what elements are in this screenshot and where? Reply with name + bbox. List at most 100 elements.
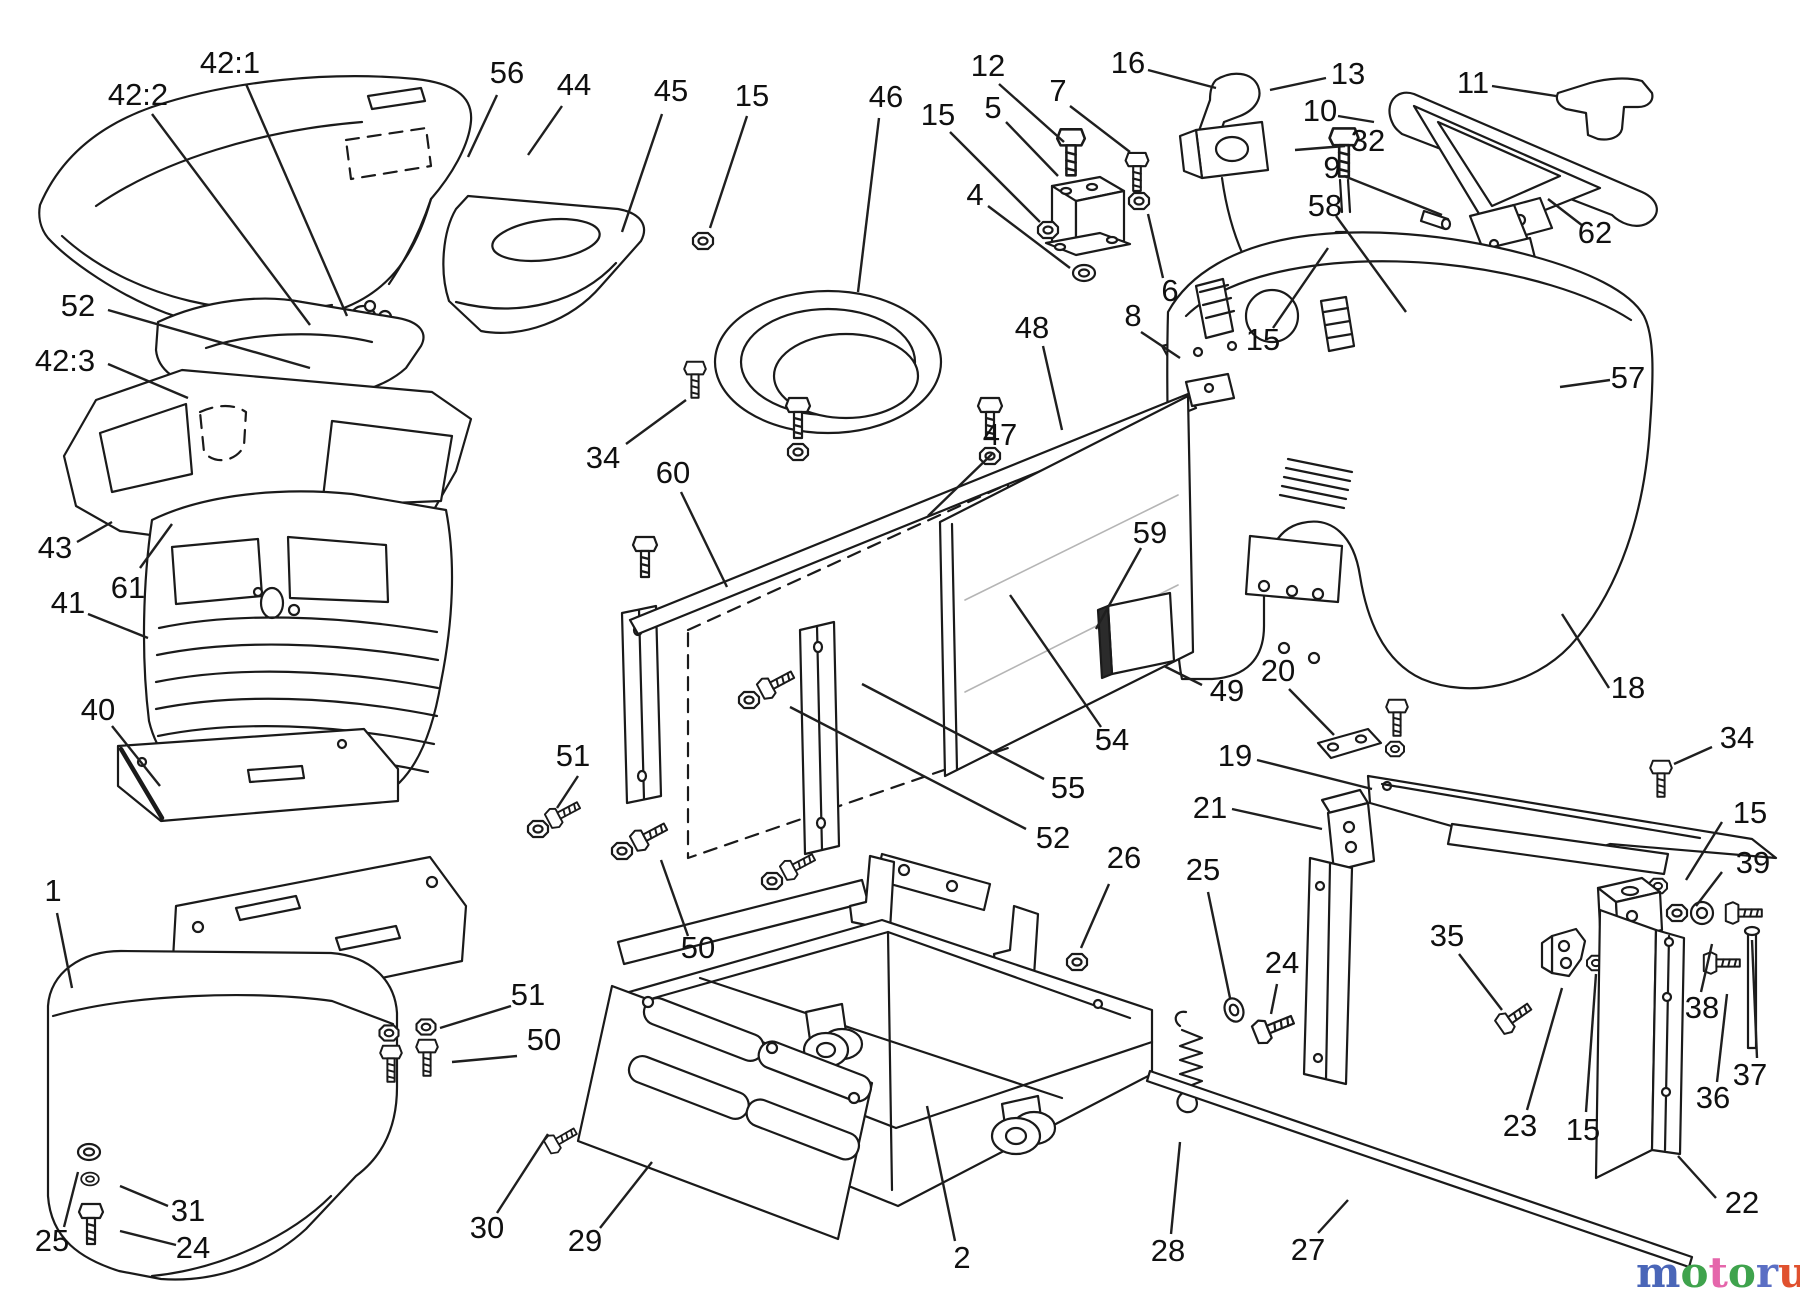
bolt-34-r bbox=[1649, 759, 1673, 798]
callout-13: 13 bbox=[1331, 56, 1365, 91]
callout-40: 40 bbox=[81, 692, 115, 727]
callout-42:1: 42:1 bbox=[200, 45, 260, 80]
pin-9 bbox=[1419, 209, 1452, 231]
motoruf-logo[interactable]: motoruf´.de bbox=[1636, 1246, 1800, 1294]
callout-49: 49 bbox=[1210, 673, 1244, 708]
callout-23: 23 bbox=[1503, 1108, 1537, 1143]
logo-letter-t: t bbox=[1708, 1248, 1728, 1297]
bolt-20 bbox=[1385, 698, 1409, 737]
firewall-dashed-panel bbox=[686, 482, 1010, 860]
callout-44: 44 bbox=[557, 67, 591, 102]
nut-50-t bbox=[610, 841, 634, 861]
latch-23 bbox=[1540, 927, 1587, 978]
leader-39 bbox=[1695, 871, 1723, 907]
callout-15: 15 bbox=[1566, 1112, 1600, 1147]
leader-61 bbox=[139, 523, 173, 569]
callout-9: 9 bbox=[1323, 150, 1340, 185]
steering-wheel bbox=[1388, 91, 1658, 286]
bolt-52-c bbox=[754, 664, 799, 703]
leader-41 bbox=[87, 612, 149, 640]
callout-22: 22 bbox=[1725, 1185, 1759, 1220]
support-bracket-21 bbox=[1302, 788, 1376, 1086]
leader-40 bbox=[111, 725, 161, 787]
callout-46: 46 bbox=[869, 79, 903, 114]
callout-8: 8 bbox=[1124, 298, 1141, 333]
leader-34 bbox=[625, 399, 687, 445]
leader-30 bbox=[495, 1133, 550, 1214]
emblem bbox=[198, 404, 248, 462]
leader-46 bbox=[856, 117, 881, 293]
callout-15: 15 bbox=[1733, 795, 1767, 830]
grille bbox=[142, 490, 454, 803]
callout-42:2: 42:2 bbox=[108, 77, 168, 112]
firewall-mid-channel bbox=[798, 620, 841, 856]
callout-19: 19 bbox=[1218, 738, 1252, 773]
bezel-ring bbox=[713, 289, 943, 435]
nut-52-c bbox=[737, 690, 761, 710]
leader-51 bbox=[555, 775, 580, 809]
motoruf-logo-word: motoruf bbox=[1636, 1248, 1800, 1297]
hood-panel bbox=[38, 75, 473, 327]
leader-22 bbox=[1677, 1155, 1717, 1199]
leader-62 bbox=[1547, 198, 1584, 227]
leader-42:2 bbox=[151, 113, 311, 326]
leader-24 bbox=[119, 1229, 177, 1247]
slotted-panel bbox=[576, 984, 874, 1241]
callout-32: 32 bbox=[1351, 123, 1385, 158]
bolt-7 bbox=[1124, 151, 1150, 192]
bolt-24-r bbox=[1249, 1007, 1298, 1047]
leader-38 bbox=[1699, 943, 1714, 993]
nut-47-l bbox=[786, 442, 810, 462]
leader-26 bbox=[1079, 883, 1111, 949]
nut-51-b2 bbox=[415, 1018, 437, 1036]
leader-58 bbox=[1335, 215, 1407, 313]
leader-25 bbox=[1206, 891, 1232, 999]
callout-38: 38 bbox=[1685, 990, 1719, 1025]
washer-4 bbox=[1071, 263, 1097, 283]
steering-cap bbox=[1555, 77, 1654, 141]
callout-39: 39 bbox=[1736, 845, 1770, 880]
callout-59: 59 bbox=[1133, 515, 1167, 550]
bumper bbox=[46, 949, 399, 1281]
leader-45 bbox=[620, 113, 664, 233]
nut-15 bbox=[691, 231, 715, 251]
callout-35: 35 bbox=[1430, 918, 1464, 953]
callout-27: 27 bbox=[1291, 1232, 1325, 1267]
callout-62: 62 bbox=[1578, 215, 1612, 250]
leader-32 bbox=[1294, 144, 1346, 152]
leader-15 bbox=[1584, 973, 1598, 1113]
callout-50: 50 bbox=[681, 930, 715, 965]
leader-8 bbox=[1140, 331, 1181, 359]
leader-31 bbox=[119, 1184, 169, 1208]
callout-25: 25 bbox=[1186, 852, 1220, 887]
nut-39 bbox=[1665, 903, 1689, 923]
leader-50 bbox=[451, 1054, 518, 1064]
callout-45: 45 bbox=[654, 73, 688, 108]
leader-54 bbox=[1009, 594, 1102, 728]
leader-15 bbox=[1272, 247, 1329, 329]
leader-21 bbox=[1231, 807, 1323, 831]
bolt-34 bbox=[683, 360, 707, 399]
leader-50 bbox=[659, 859, 690, 937]
logo-letter-o: o bbox=[1727, 1248, 1756, 1297]
callout-6: 6 bbox=[1161, 273, 1178, 308]
bolt-shaft bbox=[1338, 178, 1352, 214]
callout-1: 1 bbox=[44, 873, 61, 908]
bolt-39 bbox=[1724, 901, 1763, 925]
callout-10: 10 bbox=[1303, 93, 1337, 128]
leader-27 bbox=[1317, 1199, 1349, 1234]
callout-30: 30 bbox=[470, 1210, 504, 1245]
washer-39 bbox=[1689, 900, 1715, 926]
callout-56: 56 bbox=[490, 55, 524, 90]
leader-9 bbox=[1343, 174, 1443, 217]
callout-34: 34 bbox=[1720, 720, 1754, 755]
leader-48 bbox=[1041, 345, 1064, 431]
leader-7 bbox=[1069, 105, 1131, 153]
stud-37 bbox=[1743, 925, 1761, 1050]
nut-26 bbox=[1065, 952, 1089, 972]
leader-56 bbox=[466, 94, 499, 158]
callout-52: 52 bbox=[61, 288, 95, 323]
leader-51 bbox=[439, 1004, 512, 1030]
